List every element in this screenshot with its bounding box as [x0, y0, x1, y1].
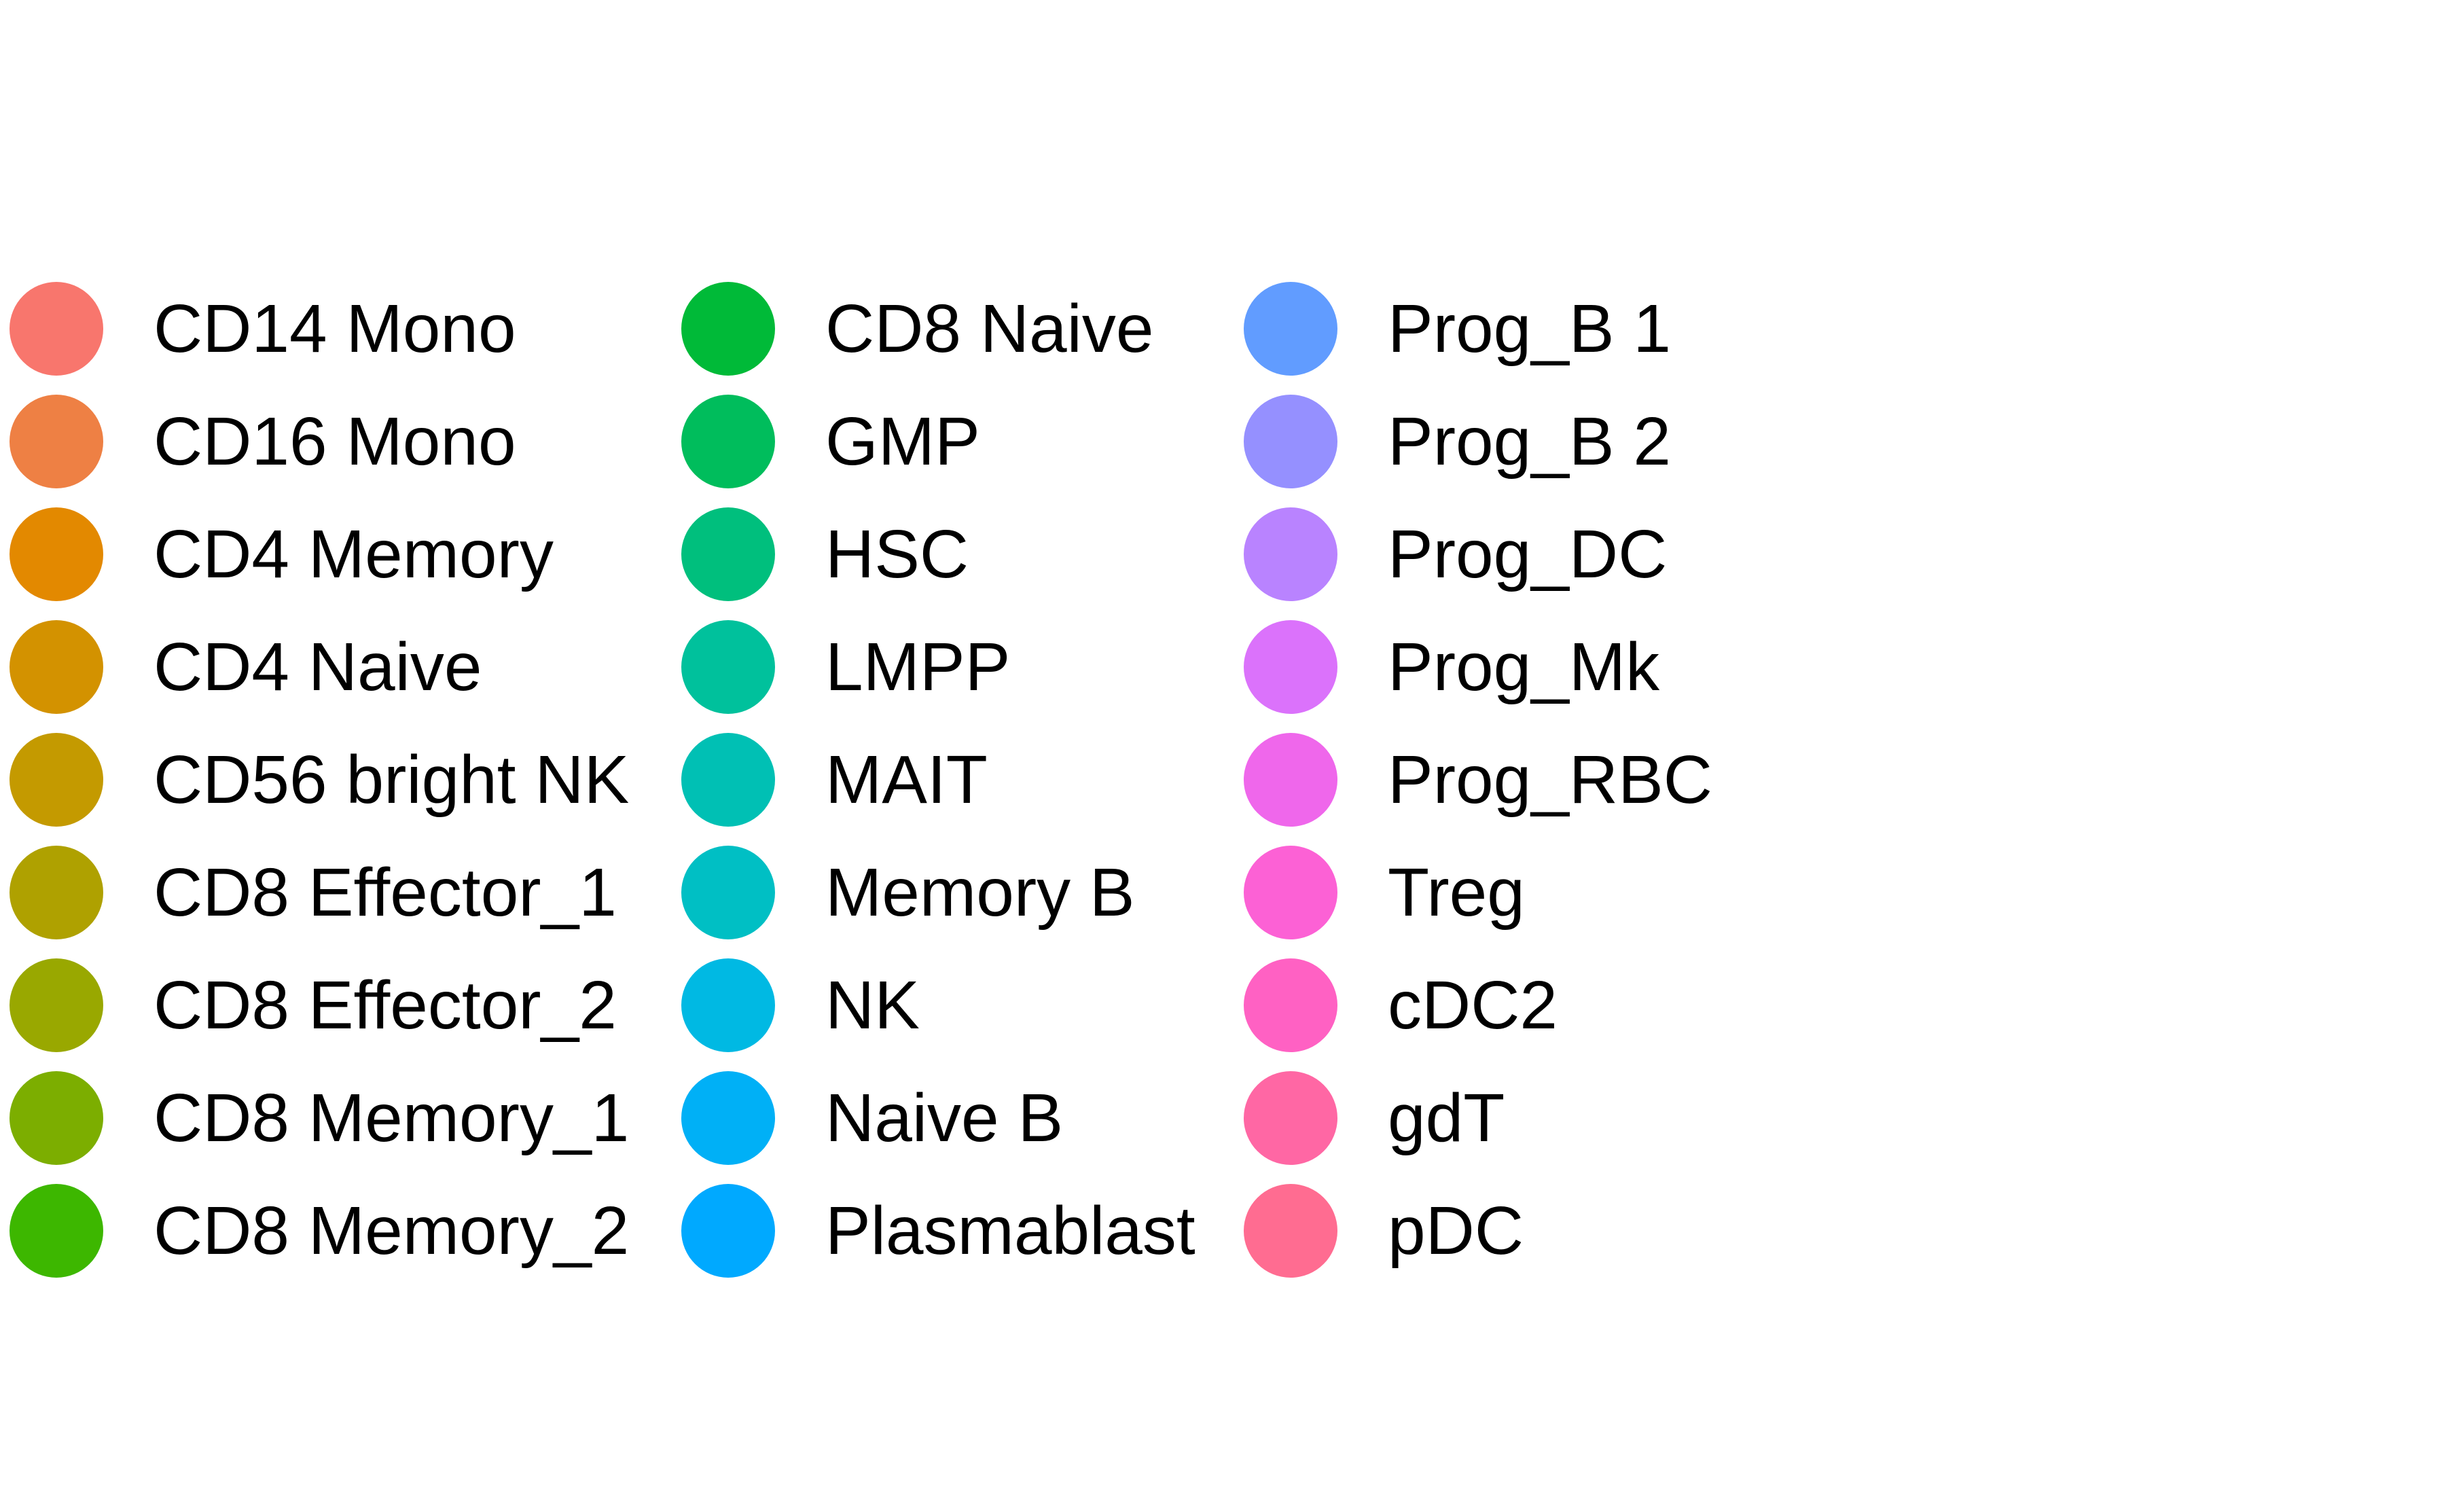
legend-key-circle: [1244, 282, 1337, 376]
legend-key-circle: [681, 1071, 775, 1165]
legend-key-circle: [681, 1184, 775, 1278]
legend-label: CD8 Effector_2: [154, 967, 617, 1043]
legend-key-circle: [681, 733, 775, 827]
legend-label: Naive B: [825, 1080, 1064, 1156]
legend-key-circle: [681, 395, 775, 488]
legend-key-circle: [681, 846, 775, 939]
legend-label: CD8 Naive: [825, 291, 1154, 367]
legend-label: gdT: [1388, 1080, 1505, 1156]
legend-key-circle: [681, 620, 775, 714]
legend-key-circle: [1244, 620, 1337, 714]
legend-key-circle: [10, 395, 103, 488]
legend-label: Treg: [1388, 854, 1525, 931]
legend-key-circle: [10, 846, 103, 939]
legend-label: Memory B: [825, 854, 1135, 931]
legend-label: CD16 Mono: [154, 403, 516, 480]
legend-label: CD4 Memory: [154, 516, 554, 592]
legend-label: Prog_DC: [1388, 516, 1668, 592]
legend-label: Plasmablast: [825, 1193, 1195, 1269]
legend-key-circle: [681, 507, 775, 601]
legend-key-circle: [1244, 846, 1337, 939]
legend-label: CD4 Naive: [154, 629, 482, 705]
legend-key-circle: [1244, 1184, 1337, 1278]
legend-label: CD14 Mono: [154, 291, 516, 367]
legend-key-circle: [1244, 507, 1337, 601]
legend-key-circle: [1244, 733, 1337, 827]
legend-label: MAIT: [825, 742, 988, 818]
legend-label: LMPP: [825, 629, 1011, 705]
legend-key-circle: [1244, 1071, 1337, 1165]
legend-label: GMP: [825, 403, 980, 480]
legend-label: NK: [825, 967, 920, 1043]
legend-key-circle: [681, 282, 775, 376]
legend-label: Prog_Mk: [1388, 629, 1660, 705]
legend-key-circle: [1244, 395, 1337, 488]
legend-label: CD56 bright NK: [154, 742, 630, 818]
legend-key-circle: [10, 958, 103, 1052]
legend-key-circle: [681, 958, 775, 1052]
legend-key-circle: [10, 620, 103, 714]
legend-key-circle: [10, 282, 103, 376]
legend-key-circle: [1244, 958, 1337, 1052]
legend-label: CD8 Effector_1: [154, 854, 617, 931]
legend-label: pDC: [1388, 1193, 1524, 1269]
legend-key-circle: [10, 733, 103, 827]
legend-label: CD8 Memory_2: [154, 1193, 630, 1269]
legend-key-circle: [10, 507, 103, 601]
legend-label: Prog_B 2: [1388, 403, 1671, 480]
legend-label: Prog_B 1: [1388, 291, 1671, 367]
legend-label: CD8 Memory_1: [154, 1080, 630, 1156]
legend-key-circle: [10, 1071, 103, 1165]
legend-label: cDC2: [1388, 967, 1558, 1043]
legend-key-circle: [10, 1184, 103, 1278]
legend-label: Prog_RBC: [1388, 742, 1712, 818]
legend-label: HSC: [825, 516, 969, 592]
